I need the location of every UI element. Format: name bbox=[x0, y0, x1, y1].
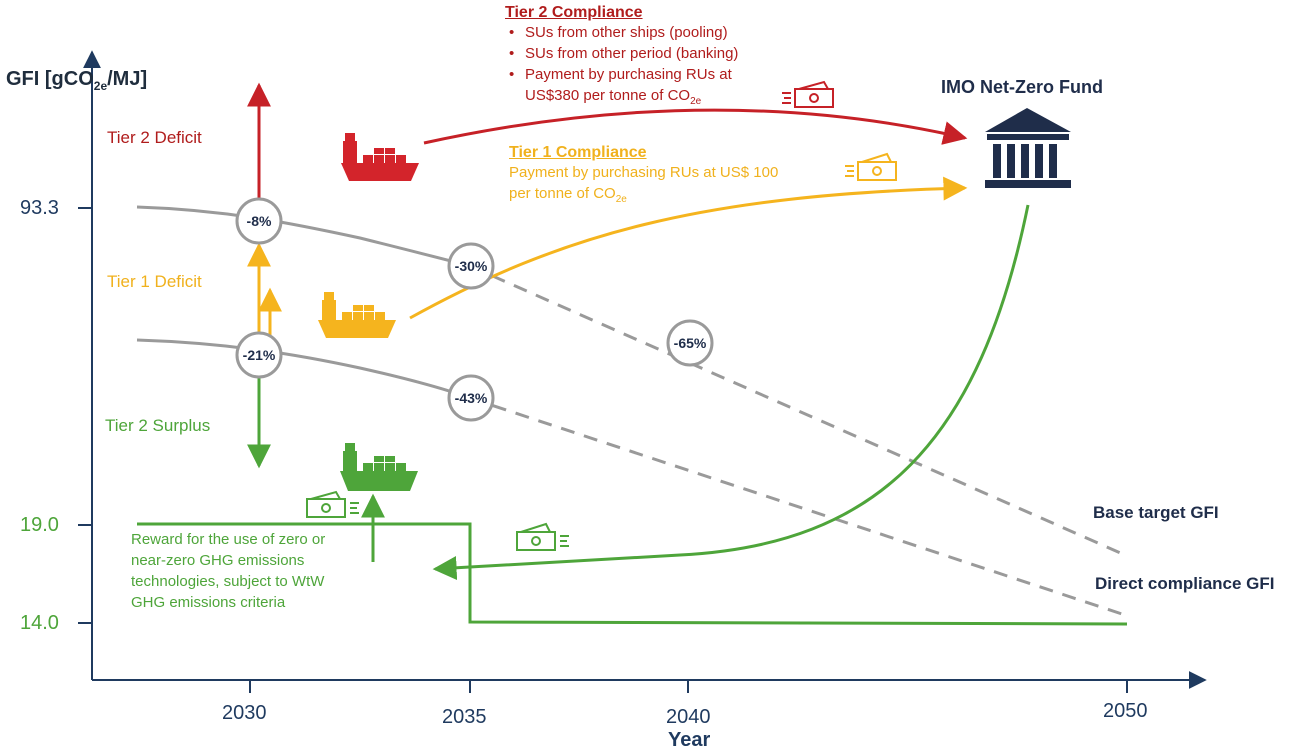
reduction-circle-direct-2035: -43% bbox=[447, 374, 495, 422]
reward-line: technologies, subject to WtW bbox=[131, 573, 325, 590]
reward-flow-arrow bbox=[432, 204, 1030, 581]
base-target-dashed bbox=[469, 264, 1126, 557]
tier2-compliance-price: US$380 per tonne of CO2e bbox=[525, 87, 702, 108]
reduction-circle-base-2035: -30% bbox=[447, 242, 495, 290]
bank-icon bbox=[985, 108, 1071, 188]
x-tick-label: 2035 bbox=[442, 706, 487, 728]
list-item: Payment by purchasing RUs at bbox=[509, 64, 738, 85]
cash-icon bbox=[782, 80, 834, 108]
reward-line: GHG emissions criteria bbox=[131, 594, 286, 611]
x-tick-label: 2030 bbox=[222, 702, 267, 724]
x-axis-title: Year bbox=[668, 729, 711, 751]
y-tick-label: 19.0 bbox=[20, 514, 59, 536]
x-tick-marks bbox=[249, 680, 1128, 693]
y-tick-marks bbox=[78, 207, 92, 624]
reduction-circle-direct-2030: -21% bbox=[235, 331, 283, 379]
ship-icon bbox=[341, 133, 419, 181]
tier1-compliance-line: Payment by purchasing RUs at US$ 100 bbox=[509, 164, 779, 182]
ship-icon bbox=[318, 292, 396, 338]
direct-compliance-label: Direct compliance GFI bbox=[1095, 574, 1275, 593]
reduction-circle-base-2040: -65% bbox=[666, 319, 714, 367]
reward-text: Reward for the use of zero or near-zero … bbox=[131, 529, 325, 613]
y-tick-label: 93.3 bbox=[20, 197, 59, 219]
list-item: SUs from other ships (pooling) bbox=[509, 22, 738, 43]
tier2-compliance-panel: Tier 2 Compliance SUs from other ships (… bbox=[505, 4, 738, 112]
reward-line: near-zero GHG emissions bbox=[131, 552, 305, 569]
cash-icon bbox=[306, 490, 359, 518]
ship-icon bbox=[340, 443, 418, 491]
direct-compliance-dashed bbox=[469, 396, 1126, 617]
tier1-compliance-line: per tonne of CO2e bbox=[509, 185, 627, 206]
y-axis-title: GFI [gCO2e/MJ] bbox=[6, 68, 148, 93]
list-item: SUs from other period (banking) bbox=[509, 43, 738, 64]
tier1-compliance-panel: Tier 1 Compliance Payment by purchasing … bbox=[509, 144, 778, 210]
tier2-surplus-label: Tier 2 Surplus bbox=[105, 416, 211, 435]
svg-text:-30%: -30% bbox=[455, 258, 488, 274]
tier2-payment-arrow bbox=[423, 108, 968, 145]
direct-compliance-curve bbox=[136, 338, 471, 400]
x-tick-label: 2050 bbox=[1103, 700, 1148, 722]
svg-text:-8%: -8% bbox=[247, 213, 272, 229]
cash-icon bbox=[516, 522, 569, 551]
reduction-circle-base-2030: -8% bbox=[235, 197, 283, 245]
reward-line: Reward for the use of zero or bbox=[131, 531, 326, 548]
fund-title: IMO Net-Zero Fund bbox=[941, 77, 1103, 97]
y-tick-label: 14.0 bbox=[20, 612, 59, 634]
tier2-deficit-label: Tier 2 Deficit bbox=[107, 128, 202, 147]
tier1-deficit-label: Tier 1 Deficit bbox=[107, 272, 202, 291]
x-tick-label: 2040 bbox=[666, 706, 711, 728]
svg-text:-21%: -21% bbox=[243, 347, 276, 363]
tier1-compliance-title: Tier 1 Compliance bbox=[509, 144, 647, 161]
svg-text:-43%: -43% bbox=[455, 390, 488, 406]
base-target-curve bbox=[136, 205, 471, 268]
tier2-compliance-title: Tier 2 Compliance bbox=[505, 4, 643, 21]
tier2-compliance-list: SUs from other ships (pooling) SUs from … bbox=[505, 22, 738, 85]
svg-text:-65%: -65% bbox=[674, 335, 707, 351]
base-target-label: Base target GFI bbox=[1093, 503, 1219, 522]
cash-icon bbox=[845, 152, 897, 181]
zero-emission-threshold-line bbox=[137, 522, 1128, 626]
